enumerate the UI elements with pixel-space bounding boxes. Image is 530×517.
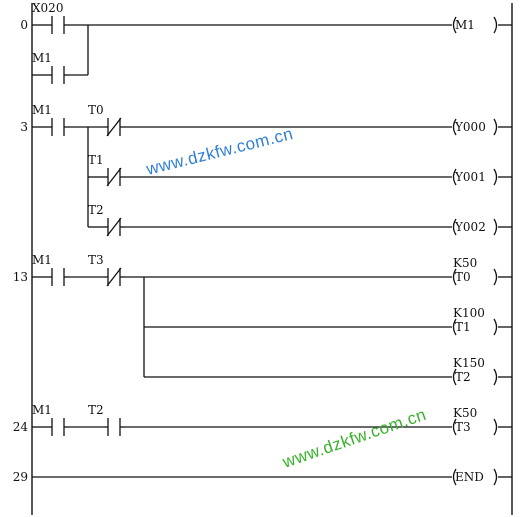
coil-label: T2 [455, 370, 471, 384]
timer-setpoint-label: K150 [453, 356, 485, 370]
coil-right-paren [493, 418, 498, 436]
coil-right-paren [493, 368, 498, 386]
no-contact-label: M1 [32, 103, 52, 117]
step-number: 24 [13, 420, 29, 434]
coil-right-paren [493, 318, 498, 336]
coil-left-paren [452, 268, 457, 286]
coil-label: Y002 [454, 220, 486, 234]
coil-right-paren [493, 218, 498, 236]
no-contact-label: X020 [32, 1, 63, 15]
nc-contact-label: T2 [88, 203, 104, 217]
watermark-text: www.dzkfw.com.cn [143, 124, 295, 179]
no-contact-label: T2 [88, 403, 104, 417]
nc-contact-label: T1 [88, 153, 104, 167]
coil-left-paren [452, 418, 457, 436]
no-contact-label: M1 [32, 253, 52, 267]
coil-right-paren [493, 268, 498, 286]
end-instruction-label: END [455, 470, 484, 484]
contact-nc-slash [106, 267, 122, 287]
coil-label: T1 [455, 320, 471, 334]
step-number: 3 [20, 120, 28, 134]
coil-label: Y001 [454, 170, 486, 184]
end-bracket-right [493, 468, 498, 486]
step-number: 13 [13, 270, 28, 284]
contact-nc-slash [106, 217, 122, 237]
step-number: 0 [20, 18, 28, 32]
coil-label: Y000 [454, 120, 486, 134]
contact-nc-slash [106, 167, 122, 187]
coil-left-paren [452, 318, 457, 336]
coil-right-paren [493, 118, 498, 136]
coil-right-paren [493, 16, 498, 34]
no-contact-label: M1 [32, 403, 52, 417]
coil-label: T0 [455, 270, 471, 284]
coil-label: T3 [455, 420, 471, 434]
no-contact-label: M1 [32, 51, 52, 65]
nc-contact-label: T0 [88, 103, 104, 117]
end-bracket-left [452, 468, 457, 486]
timer-setpoint-label: K100 [453, 306, 485, 320]
coil-left-paren [452, 168, 457, 186]
timer-setpoint-label: K50 [453, 406, 477, 420]
coil-left-paren [452, 118, 457, 136]
coil-left-paren [452, 16, 457, 34]
step-number: 29 [13, 470, 28, 484]
coil-right-paren [493, 168, 498, 186]
coil-left-paren [452, 218, 457, 236]
watermark-text: www.dzkfw.com.cn [279, 405, 429, 472]
timer-setpoint-label: K50 [453, 256, 477, 270]
coil-left-paren [452, 368, 457, 386]
contact-nc-slash [106, 117, 122, 137]
nc-contact-label: T3 [88, 253, 104, 267]
coil-label: M1 [455, 18, 475, 32]
